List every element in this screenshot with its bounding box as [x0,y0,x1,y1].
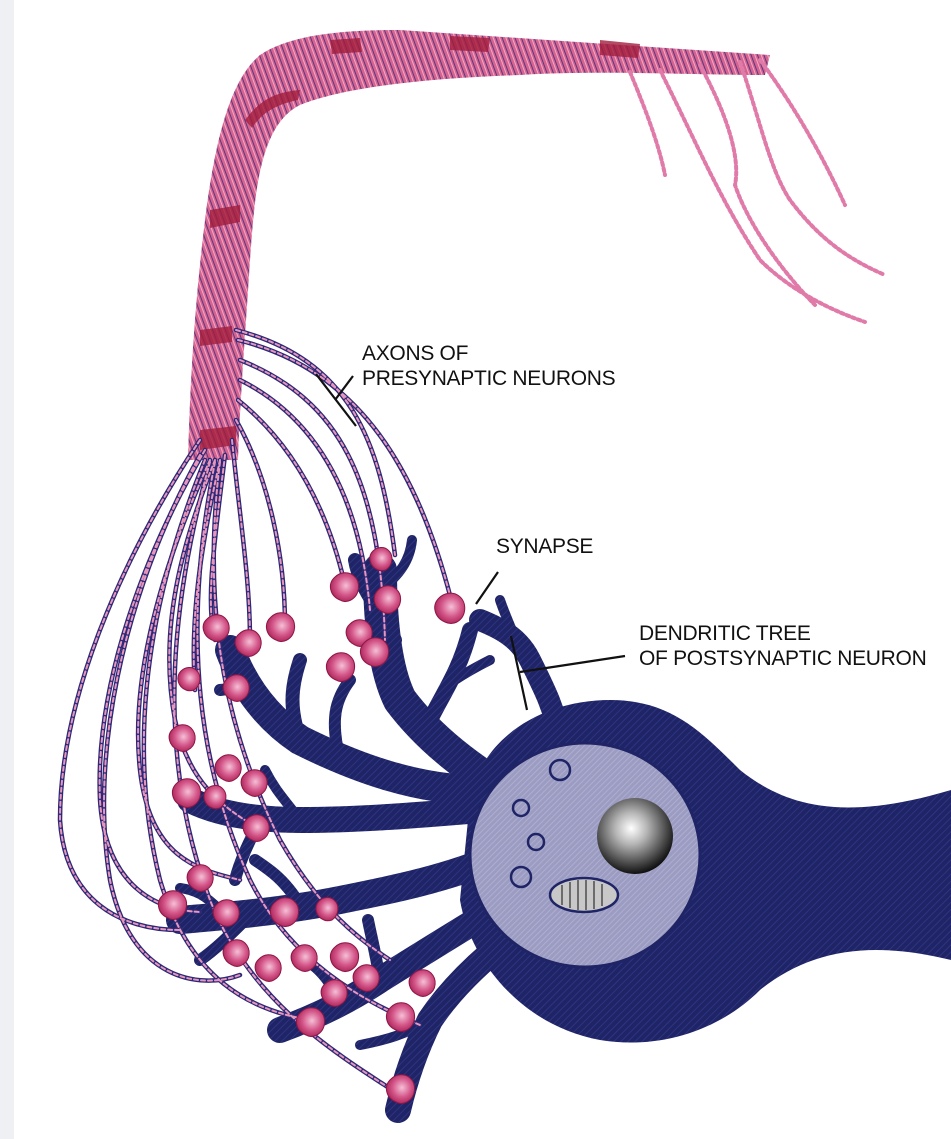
synaptic-terminal [409,970,435,997]
dendritic-tree-label: DENDRITIC TREE OF POSTSYNAPTIC NEURON [639,621,926,671]
synaptic-terminal [374,586,400,614]
axons-label: AXONS OF PRESYNAPTIC NEURONS [362,341,615,391]
synaptic-terminal [223,940,249,967]
axons-label-line1: AXONS OF [362,341,615,366]
synaptic-terminal [370,547,392,570]
synaptic-terminal [316,897,338,920]
synaptic-terminal [215,755,241,782]
axons-label-line2: PRESYNAPTIC NEURONS [362,366,615,391]
synapse-leader [476,572,498,604]
synaptic-terminal [386,1003,414,1032]
dendritic-label-line1: DENDRITIC TREE [639,621,926,646]
synaptic-terminal [291,945,317,972]
synaptic-terminal [266,613,294,642]
synaptic-terminal [435,593,465,623]
synapse-label: SYNAPSE [496,534,593,559]
synaptic-terminal [241,770,267,797]
synaptic-terminal [330,943,358,972]
synaptic-terminal [270,898,298,927]
dendritic-label-line2: OF POSTSYNAPTIC NEURON [639,646,926,671]
axon-fibers-top-right [630,60,885,322]
nucleus [470,743,700,967]
synaptic-terminal [203,615,229,642]
synaptic-terminal [296,1008,324,1037]
synaptic-terminal [326,653,354,682]
synaptic-terminal [360,638,388,667]
nucleolus [597,798,673,874]
page-edge-shadow [0,0,14,1139]
synaptic-terminal [172,779,200,808]
synapse-label-text: SYNAPSE [496,534,593,559]
synaptic-terminal [169,725,195,752]
synaptic-terminal [178,667,200,690]
mitochondrion [550,878,618,912]
synaptic-terminal [158,891,186,920]
synaptic-terminal [255,955,281,982]
synaptic-terminal [204,785,226,808]
synaptic-terminal [330,573,358,602]
synaptic-terminal [386,1075,414,1104]
